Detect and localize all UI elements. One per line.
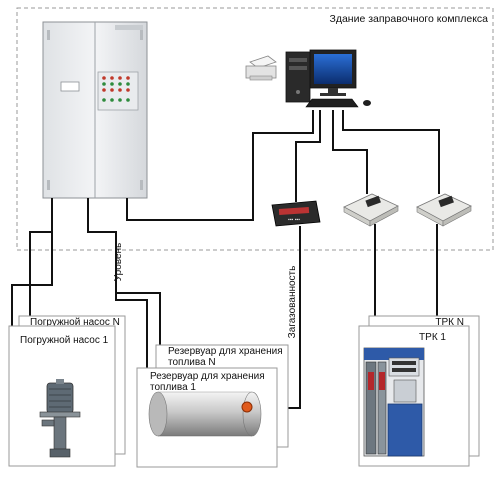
wire-level-n [87, 198, 161, 345]
printer-icon [245, 55, 277, 81]
pump-n-label: Погружной насос N [30, 317, 120, 328]
pc-tower-icon [285, 51, 311, 103]
building-boundary [16, 7, 494, 251]
wire-pc-register-1 [332, 110, 368, 194]
tank-n-label-line1: Резервуар для хранения [168, 346, 283, 357]
fuel-tank-icon [148, 391, 262, 437]
tank-n-label-line2: топлива N [168, 357, 216, 368]
fuel-dispenser-icon [363, 347, 425, 457]
gas-sensor-icon [241, 401, 253, 413]
wiring [11, 110, 440, 409]
mouse-icon [363, 100, 371, 106]
control-cabinet-icon [42, 21, 148, 199]
cash-register-1-icon [343, 193, 399, 227]
wire-level-label: Уровень [113, 243, 124, 282]
building-label: Здание заправочного комплекса [329, 13, 488, 25]
controller-display-icon: ▪▪▪ ▪▪▪ [271, 200, 321, 227]
wire-pump-n [29, 198, 53, 316]
keyboard-icon [305, 98, 359, 108]
tank-1-label-line1: Резервуар для хранения [150, 371, 265, 382]
controller-display-text: ▪▪▪ ▪▪▪ [288, 217, 300, 223]
cash-register-n-icon [416, 193, 472, 227]
wire-gas-label: Загазованность [287, 266, 298, 339]
wire-pc-controller [295, 110, 321, 202]
wire-level-1 [115, 293, 148, 368]
submersible-pump-icon [39, 379, 81, 458]
wire-pump-1 [11, 232, 53, 326]
dispenser-n-label: ТРК N [435, 317, 464, 328]
wire-cabinet-pc [126, 110, 314, 221]
monitor-icon [309, 49, 357, 96]
tank-1-label-line2: топлива 1 [150, 382, 196, 393]
dispenser-1-label: ТРК 1 [419, 332, 446, 343]
pump-1-label: Погружной насос 1 [20, 335, 109, 346]
wire-pc-register-n [342, 110, 440, 194]
